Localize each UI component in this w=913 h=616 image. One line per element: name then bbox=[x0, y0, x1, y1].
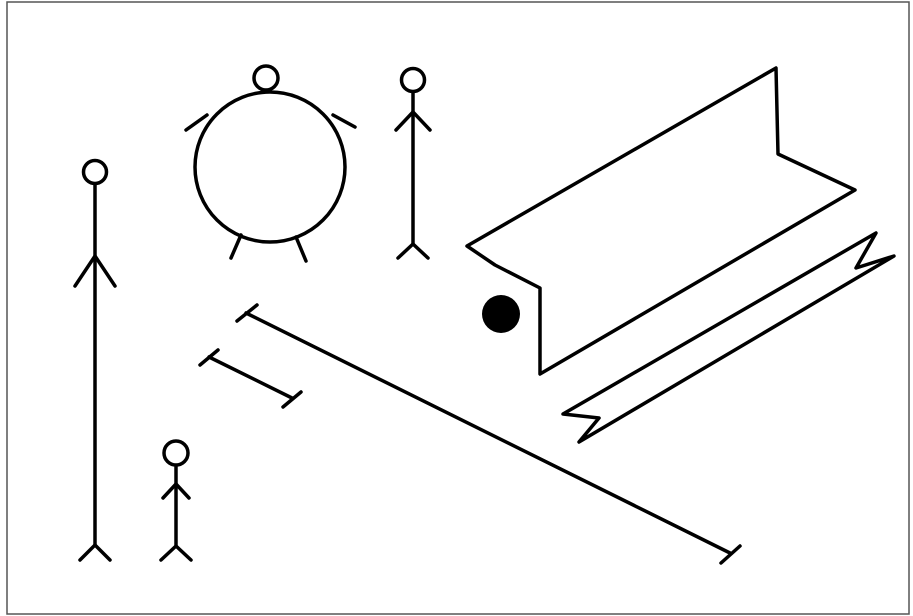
medium-stick-figure bbox=[396, 69, 430, 259]
black-ball bbox=[482, 295, 520, 333]
round-figure-head bbox=[254, 66, 278, 90]
round-figure-right-leg bbox=[296, 237, 306, 261]
round-figure-right-arm bbox=[333, 115, 355, 127]
medium-figure-head bbox=[402, 69, 425, 92]
medium-figure-legs bbox=[398, 244, 428, 258]
frame-border bbox=[7, 2, 909, 614]
round-stick-figure bbox=[186, 66, 355, 261]
tall-figure-head bbox=[84, 161, 107, 184]
short-segment-line bbox=[209, 357, 292, 398]
short-segment-start-tick bbox=[200, 350, 218, 365]
tall-stick-figure bbox=[75, 161, 115, 561]
short-stick-figure bbox=[161, 441, 191, 560]
short-figure-legs bbox=[161, 546, 191, 560]
short-line-segment bbox=[200, 350, 301, 407]
long-line-segment bbox=[237, 305, 740, 563]
round-figure-body bbox=[195, 92, 345, 242]
folded-ribbon-shape bbox=[467, 68, 855, 374]
round-figure-left-leg bbox=[231, 235, 241, 258]
round-figure-left-arm bbox=[186, 115, 207, 130]
short-figure-head bbox=[164, 441, 188, 465]
long-segment-line bbox=[246, 313, 730, 553]
tall-figure-legs bbox=[80, 545, 110, 560]
